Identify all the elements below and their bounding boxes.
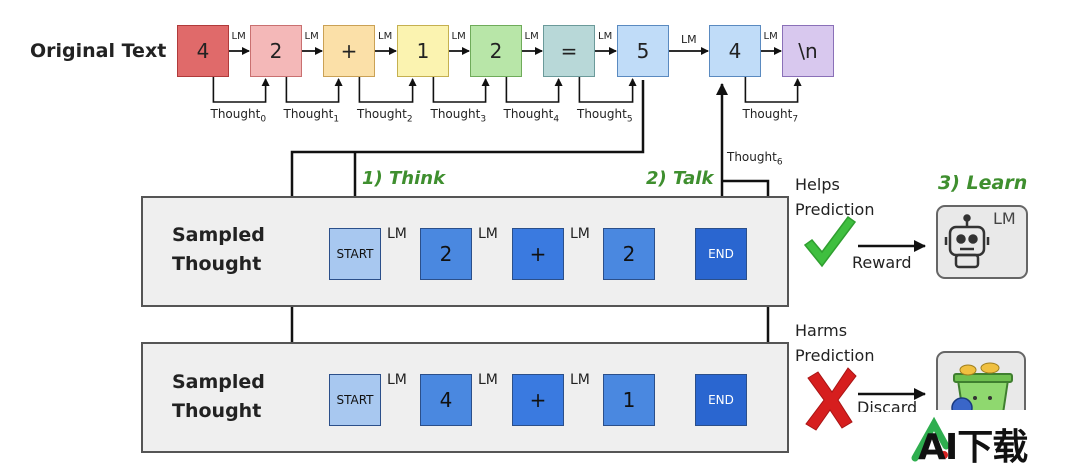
learn-step-label: 3) Learn: [938, 172, 1028, 194]
thought-loop-2: [358, 77, 417, 103]
original-token-6: 5: [617, 25, 669, 77]
original-token-8: \n: [782, 25, 834, 77]
thought-token-0-3: 2: [603, 228, 655, 280]
thought-loop-5: [578, 77, 637, 103]
helps-label: Helps: [795, 175, 840, 194]
original-token-0: 4: [177, 25, 229, 77]
thought-label-5: Thought5: [577, 107, 633, 125]
original-token-4: 2: [470, 25, 522, 77]
original-token-1: 2: [250, 25, 302, 77]
watermark-logo-dot: [940, 451, 948, 459]
robot-icon-box: [936, 205, 1028, 279]
thought-lm-label-1-2: LM: [570, 372, 590, 388]
reward-label: Reward: [852, 253, 912, 272]
thought-loop-4: [505, 77, 563, 103]
robot-lm-label: LM: [993, 209, 1016, 228]
helps-prediction-label: Prediction: [795, 200, 875, 219]
lm-label-3: LM: [451, 31, 466, 42]
flow-lines: [290, 80, 926, 406]
lm-label-7: LM: [763, 31, 778, 42]
panel-2-label-line1: Sampled: [172, 371, 265, 393]
thought-loop-1: [285, 77, 343, 103]
thought-label-2: Thought2: [357, 107, 413, 125]
panel-1-label-line2: Thought: [172, 253, 262, 275]
think-line: [290, 80, 645, 196]
talk-side-line: [722, 179, 770, 196]
discard-label: Discard: [857, 398, 918, 412]
think-step-label: 1) Think: [362, 168, 446, 189]
thought-token-1-3: 1: [603, 374, 655, 426]
thought-6-label: Thought6: [727, 150, 783, 168]
original-token-3: 1: [397, 25, 449, 77]
thought-token-0-0: START: [329, 228, 381, 280]
thought-label-1: Thought1: [283, 107, 340, 125]
talk-step-label: 2) Talk: [646, 168, 714, 189]
thought-label-3: Thought3: [430, 107, 487, 125]
thought-token-1-2: +: [512, 374, 564, 426]
cross-icon: [805, 367, 857, 431]
thought-lm-label-0-0: LM: [387, 226, 407, 242]
thought-loop-7: [744, 77, 802, 103]
watermark-text: AI下载: [918, 427, 1028, 468]
thought-label-7: Thought7: [742, 107, 799, 125]
thought-lm-label-1-1: LM: [478, 372, 498, 388]
lm-label-4: LM: [524, 31, 539, 42]
panel-1-label-line1: Sampled: [172, 224, 265, 246]
thought-loop-3: [432, 77, 490, 103]
lm-label-0: LM: [231, 31, 246, 42]
watermark-logo-shape: [911, 416, 950, 462]
thought-loop-0: [212, 77, 270, 103]
harms-prediction-label: Prediction: [795, 346, 875, 365]
thought-lm-label-0-1: LM: [478, 226, 498, 242]
thought-token-0-4: END: [695, 228, 747, 280]
thought-token-1-0: START: [329, 374, 381, 426]
thought-loops: [212, 77, 802, 103]
thought-token-1-4: END: [695, 374, 747, 426]
thought-token-1-1: 4: [420, 374, 472, 426]
original-token-5: =: [543, 25, 595, 77]
lm-label-1: LM: [304, 31, 319, 42]
thought-lm-label-1-0: LM: [387, 372, 407, 388]
panel-2-label-line2: Thought: [172, 400, 262, 422]
lm-label-6: LM: [681, 33, 697, 46]
thought-lm-label-0-2: LM: [570, 226, 590, 242]
check-icon: [803, 215, 857, 268]
thought-token-0-2: +: [512, 228, 564, 280]
thought-label-0: Thought0: [210, 107, 267, 125]
lm-label-5: LM: [598, 31, 613, 42]
thought-token-0-1: 2: [420, 228, 472, 280]
robot-icon: [944, 214, 990, 269]
original-token-7: 4: [709, 25, 761, 77]
lm-label-2: LM: [378, 31, 393, 42]
harms-label: Harms: [795, 321, 848, 340]
original-token-2: +: [323, 25, 375, 77]
original-text-label: Original Text: [30, 40, 167, 62]
thought-label-4: Thought4: [503, 107, 560, 125]
